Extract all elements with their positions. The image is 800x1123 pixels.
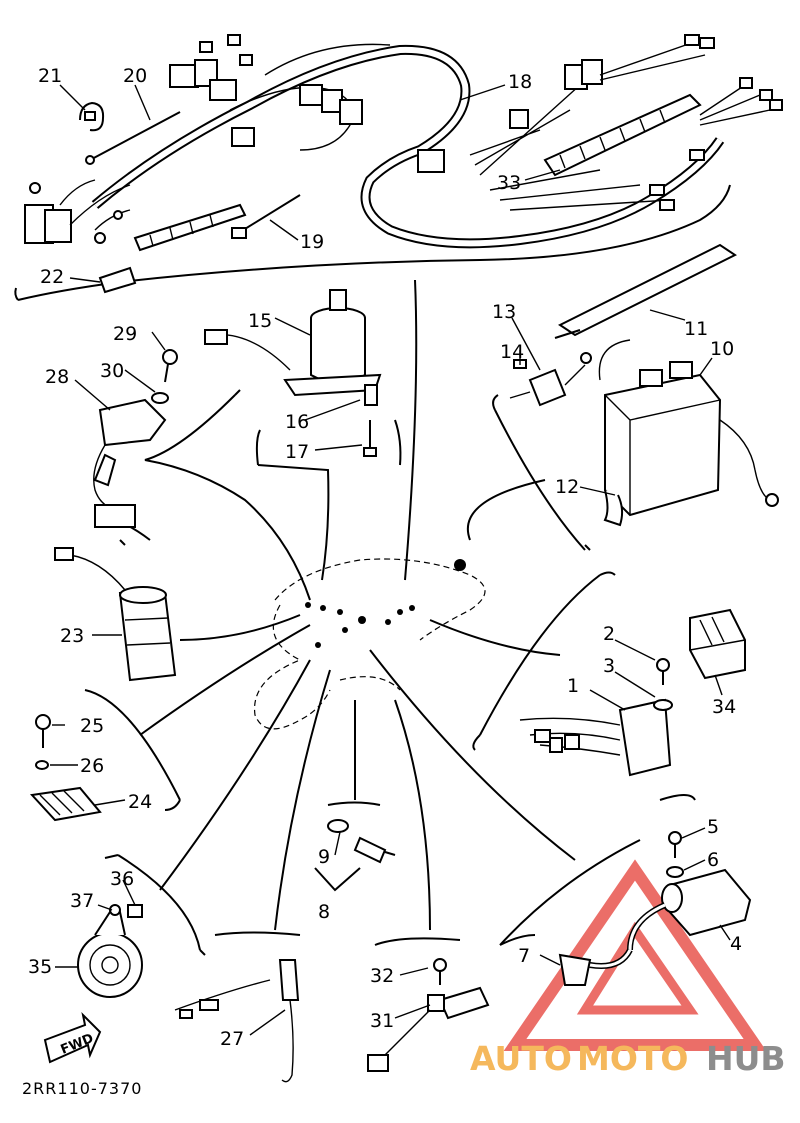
callout-27: 27 bbox=[220, 1028, 244, 1050]
callout-35: 35 bbox=[28, 956, 52, 978]
callout-25: 25 bbox=[80, 715, 104, 737]
callout-37: 37 bbox=[70, 890, 94, 912]
callout-13: 13 bbox=[492, 301, 516, 323]
callout-numbers: 1 2 3 4 5 6 7 8 9 10 11 12 13 14 15 16 1… bbox=[28, 65, 742, 1050]
clamp-part bbox=[79, 101, 105, 132]
battery-band bbox=[554, 243, 737, 339]
callout-11: 11 bbox=[684, 318, 708, 340]
cable-ties bbox=[85, 111, 301, 294]
callout-21: 21 bbox=[38, 65, 62, 87]
callout-28: 28 bbox=[45, 366, 69, 388]
harness-band bbox=[543, 93, 702, 177]
callout-16: 16 bbox=[285, 411, 309, 433]
watermark-auto: AUTO bbox=[470, 1039, 572, 1078]
neutral-switch bbox=[314, 819, 396, 892]
watermark-hub: HUB bbox=[706, 1039, 786, 1078]
horn bbox=[77, 904, 143, 998]
callout-9: 9 bbox=[318, 846, 330, 868]
callout-24: 24 bbox=[128, 791, 152, 813]
callout-32: 32 bbox=[370, 965, 394, 987]
harness-boundary-tip bbox=[14, 287, 19, 301]
callout-29: 29 bbox=[113, 323, 137, 345]
callout-17: 17 bbox=[285, 441, 309, 463]
callout-22: 22 bbox=[40, 266, 64, 288]
bolt-29 bbox=[151, 349, 178, 404]
cdi-unit bbox=[519, 658, 673, 777]
callout-1: 1 bbox=[567, 675, 579, 697]
callout-12: 12 bbox=[555, 476, 579, 498]
callout-10: 10 bbox=[710, 338, 734, 360]
handlebar-grip bbox=[54, 547, 177, 682]
callout-36: 36 bbox=[110, 868, 134, 890]
callout-20: 20 bbox=[123, 65, 147, 87]
main-switch bbox=[204, 289, 382, 457]
routing-lines bbox=[84, 279, 641, 951]
callout-26: 26 bbox=[80, 755, 104, 777]
callout-3: 3 bbox=[603, 655, 615, 677]
callout-34: 34 bbox=[712, 696, 736, 718]
callout-8: 8 bbox=[318, 901, 330, 923]
watermark-text: AUTO MOTO HUB bbox=[470, 1039, 786, 1078]
battery bbox=[598, 339, 779, 527]
ignition-coil bbox=[558, 831, 752, 986]
relay-unit bbox=[689, 608, 746, 680]
callout-33: 33 bbox=[497, 172, 521, 194]
callout-15: 15 bbox=[248, 310, 272, 332]
sensor-unit bbox=[367, 958, 490, 1072]
frame-outline bbox=[253, 558, 486, 730]
callout-30: 30 bbox=[100, 360, 124, 382]
main-wire-harness bbox=[24, 34, 783, 249]
watermark-triangle-inner bbox=[576, 921, 699, 1015]
callout-5: 5 bbox=[707, 816, 719, 838]
callout-4: 4 bbox=[730, 933, 742, 955]
callout-2: 2 bbox=[603, 623, 615, 645]
callout-23: 23 bbox=[60, 625, 84, 647]
callout-7: 7 bbox=[518, 945, 530, 967]
rectifier-regulator bbox=[29, 714, 102, 822]
fwd-arrow: FWD bbox=[43, 1011, 102, 1064]
callout-14: 14 bbox=[500, 341, 524, 363]
resistor-part bbox=[93, 398, 167, 528]
callout-31: 31 bbox=[370, 1010, 394, 1032]
watermark-moto: MOTO bbox=[577, 1039, 688, 1078]
callout-19: 19 bbox=[300, 231, 324, 253]
leader-lines bbox=[50, 84, 731, 1036]
section-boundaries bbox=[104, 389, 696, 956]
callout-18: 18 bbox=[508, 71, 532, 93]
figure-code: 2RR110-7370 bbox=[22, 1079, 142, 1098]
callout-6: 6 bbox=[707, 849, 719, 871]
speedo-sensor bbox=[174, 959, 300, 1083]
